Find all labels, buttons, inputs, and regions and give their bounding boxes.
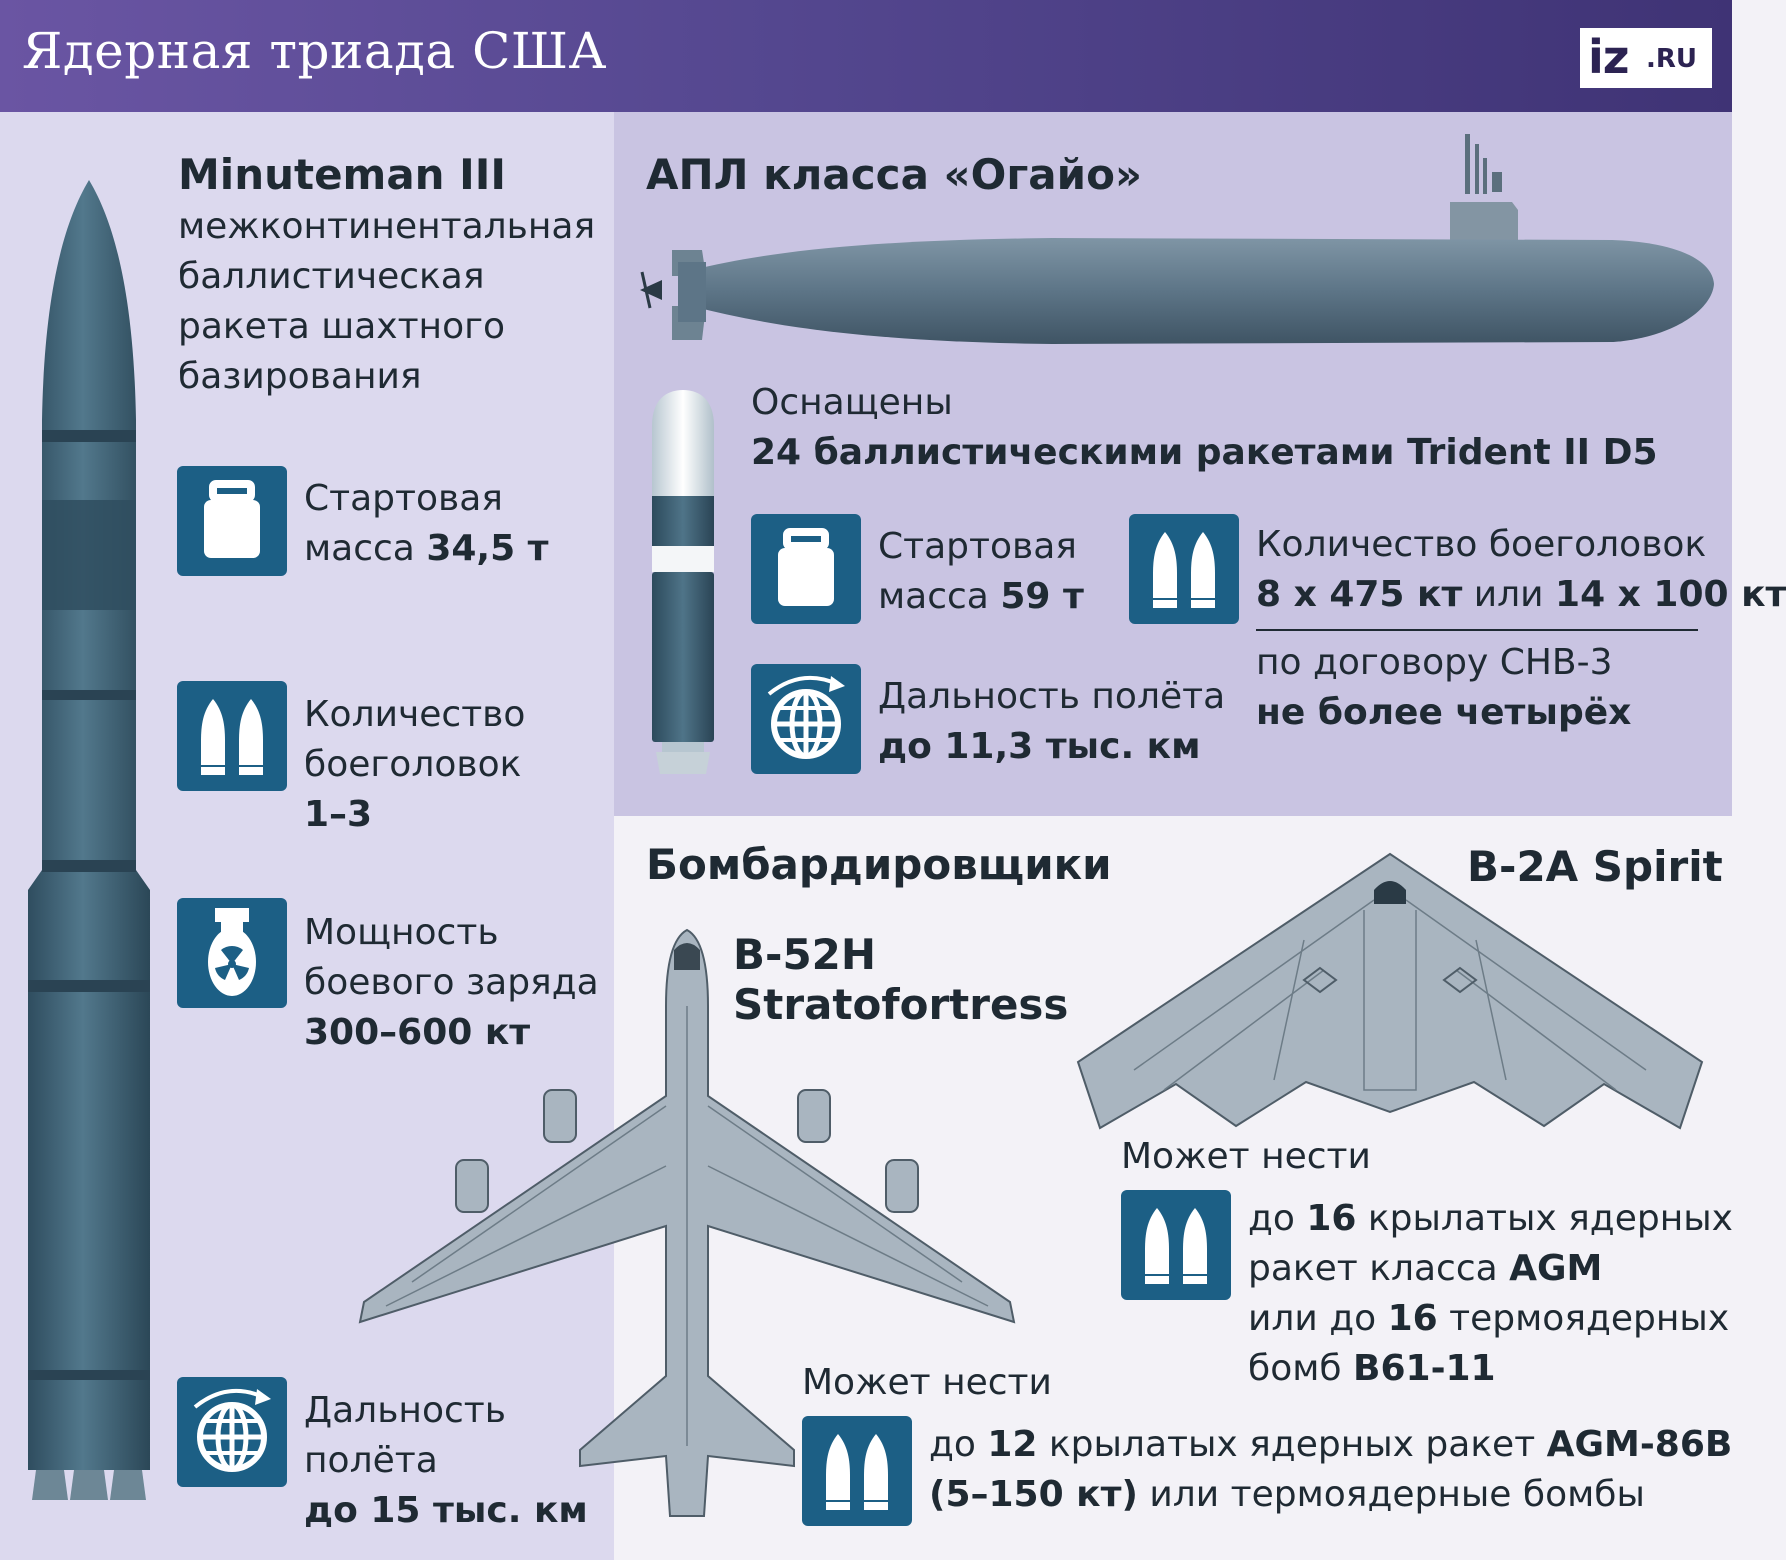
warheads-icon [177,681,287,791]
ohio-warheads-value-a: 8 х 475 кт [1256,574,1463,615]
minuteman-name: Minuteman III [178,150,507,199]
b2-carry-line3: или до 16 термоядерных [1248,1298,1730,1339]
minuteman-range-label: полёта [304,1440,438,1481]
divider [1256,629,1698,631]
minuteman-warheads-value: 1–3 [304,794,373,835]
b2-carry-title: Может нести [1121,1136,1371,1177]
minuteman-yield-value: 300–600 кт [304,1012,531,1053]
b2-carry-line4: бомб B61-11 [1248,1348,1496,1389]
ohio-treaty-line1: по договору СНВ-3 [1256,642,1613,683]
ohio-range-label: Дальность полёта [878,676,1226,717]
b2-carry-line2: ракет класса AGM [1248,1248,1603,1289]
b52-illustration [358,928,1016,1517]
weight-icon [751,514,861,624]
minuteman-range-label: Дальность [304,1390,506,1431]
b52-name-line2: Stratofortress [733,980,1069,1029]
nuclear-bomb-icon [177,898,287,1008]
ohio-warheads-value-line: 8 х 475 кт или 14 х 100 кт [1256,574,1786,615]
bombers-title: Бомбардировщики [646,840,1112,889]
ohio-mass-value-line: масса 59 т [878,576,1084,617]
b2-illustration [1076,852,1704,1130]
ohio-treaty-line2: не более четырёх [1256,692,1632,733]
minuteman-yield-label: Мощность [304,912,499,953]
globe-icon [177,1377,287,1487]
ohio-equipped-line2: 24 баллистическими ракетами Trident II D… [751,432,1658,473]
logo-suffix: .RU [1646,44,1698,74]
header-bar: Ядерная триада США iz .RU [0,0,1732,112]
weight-icon [177,466,287,576]
globe-icon [751,664,861,774]
ohio-equipped-line1: Оснащены [751,382,953,423]
b52-carry-title: Может нести [802,1362,1052,1403]
minuteman-mass-value-line: масса 34,5 т [304,528,549,569]
ohio-name: АПЛ класса «Огайо» [646,150,1143,199]
b2-name: B-2A Spirit [1467,842,1723,891]
b52-name-line1: B-52H [733,930,877,979]
ohio-warheads-value-b: 14 х 100 кт [1555,574,1786,615]
ohio-submarine-illustration [640,134,1714,344]
minuteman-desc-line: базирования [178,356,422,397]
minuteman-mass-value: 34,5 т [426,528,549,569]
b52-carry-line1: до 12 крылатых ядерных ракет AGM-86B [929,1424,1733,1465]
ohio-mass-value: 59 т [1000,576,1084,617]
minuteman-warheads-label: Количество [304,694,526,735]
warheads-icon [1129,514,1239,624]
minuteman-mass-label: Стартовая [304,478,503,519]
warheads-icon [802,1416,912,1526]
ohio-mass-label: Стартовая [878,526,1077,567]
minuteman-range-value: до 15 тыс. км [304,1490,588,1531]
warheads-icon [1121,1190,1231,1300]
b52-carry-line2: (5–150 кт) или термоядерные бомбы [929,1474,1645,1515]
ohio-range-value: до 11,3 тыс. км [878,726,1201,767]
iz-logo[interactable]: iz .RU [1580,28,1712,88]
minuteman-desc-line: ракета шахтного [178,306,506,347]
minuteman-desc-line: баллистическая [178,256,485,297]
trident-missile-illustration [652,390,714,774]
page-title: Ядерная триада США [22,22,607,80]
minuteman-warheads-label: боеголовок [304,744,522,785]
ohio-warheads-label: Количество боеголовок [1256,524,1707,565]
b2-carry-line1: до 16 крылатых ядерных [1248,1198,1733,1239]
minuteman-desc-line: межконтинентальная [178,206,596,247]
minuteman-yield-label: боевого заряда [304,962,599,1003]
logo-main: iz [1588,30,1630,84]
minuteman-missile-illustration [28,180,150,1500]
